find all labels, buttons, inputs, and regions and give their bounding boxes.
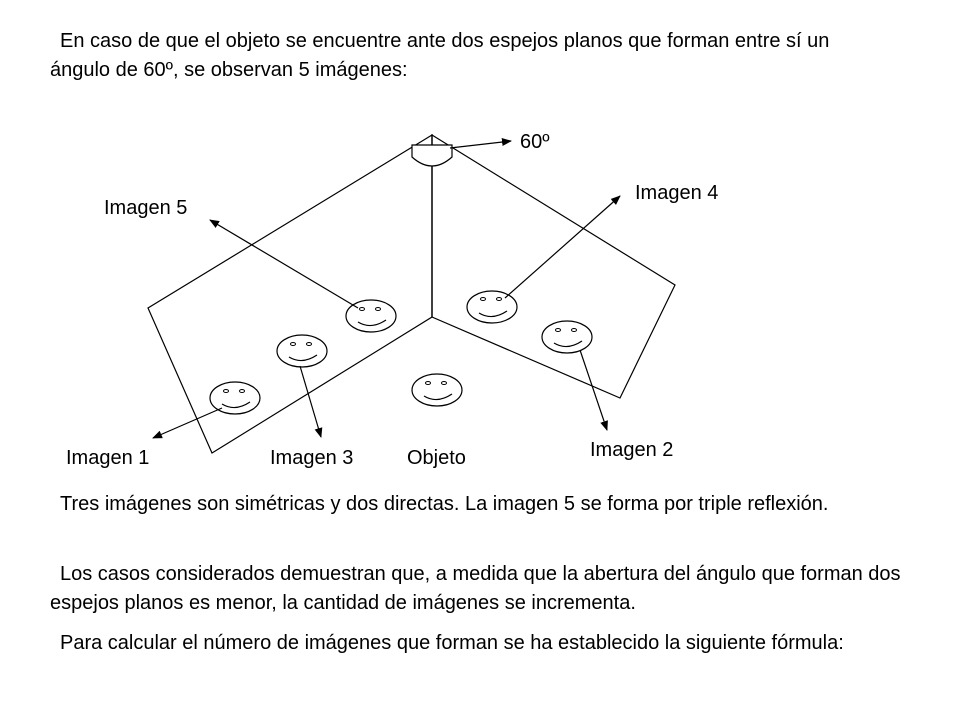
label-imagen3: Imagen 3 (270, 447, 353, 469)
arrow-imagen2 (579, 349, 608, 431)
intro-text: En caso de que el objeto se encuentre an… (50, 30, 830, 81)
label-imagen2: Imagen 2 (590, 439, 673, 461)
arrow-imagen4 (504, 195, 621, 299)
angle-label: 60º (520, 131, 550, 153)
label-imagen4: Imagen 4 (635, 182, 718, 204)
face-imagen2 (541, 320, 593, 354)
angle-arrow (449, 138, 512, 149)
paragraph-cases: Los casos considerados demuestran que, a… (50, 563, 901, 614)
face-objeto (411, 373, 463, 407)
face-imagen4 (466, 290, 518, 324)
paragraph-formula: Para calcular el número de imágenes que … (60, 632, 844, 654)
arrow-imagen3 (299, 365, 323, 438)
label-objeto: Objeto (407, 447, 466, 469)
arrow-imagen5 (209, 219, 359, 309)
left-mirror (147, 133, 433, 454)
label-imagen5: Imagen 5 (104, 197, 187, 219)
angle-marker (411, 144, 453, 167)
right-mirror (431, 133, 676, 399)
label-imagen1: Imagen 1 (66, 447, 149, 469)
face-imagen3 (276, 334, 328, 368)
paragraph-three-images: Tres imágenes son simétricas y dos direc… (60, 493, 829, 515)
face-imagen5 (345, 299, 397, 333)
face-imagen1 (209, 381, 261, 415)
arrow-imagen1 (152, 407, 223, 439)
